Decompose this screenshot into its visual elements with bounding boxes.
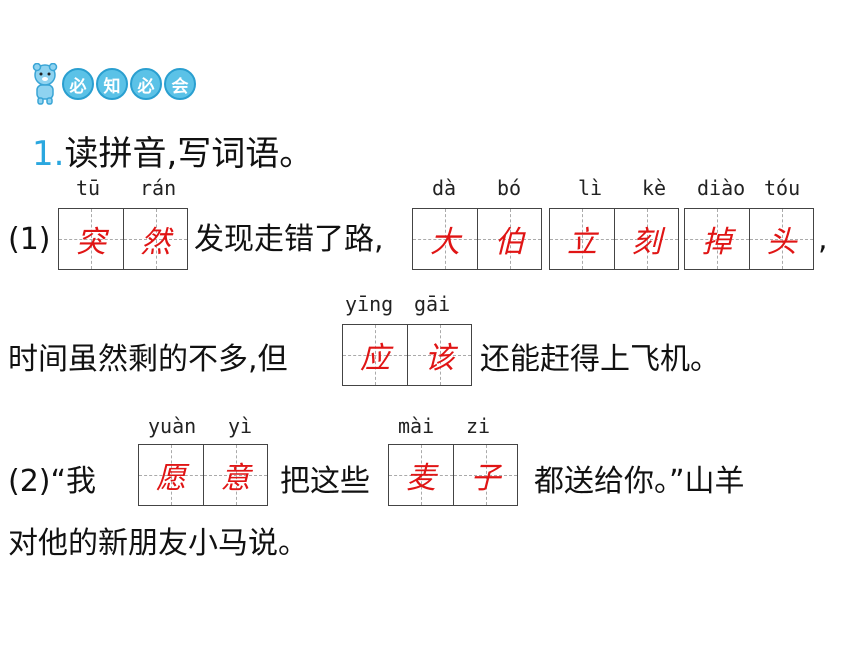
bear-icon	[32, 63, 58, 105]
pinyin: tū	[76, 176, 101, 200]
pinyin: zi	[466, 414, 491, 438]
answer-char: 刻	[631, 225, 662, 260]
badge-char: 必	[130, 68, 162, 100]
pinyin: kè	[642, 176, 667, 200]
sentence-text: ,	[818, 222, 828, 257]
answer-char: 子	[470, 461, 501, 496]
pinyin: yì	[228, 414, 253, 438]
pinyin: rán	[140, 176, 177, 200]
exercise-instruction: 读拼音,写词语。	[64, 134, 314, 174]
answer-char: 头	[766, 225, 797, 260]
answer-box: 大 伯	[412, 208, 542, 270]
sentence-text: 把这些	[280, 464, 370, 499]
answer-char: 然	[140, 225, 171, 260]
answer-box: 掉 头	[684, 208, 814, 270]
pinyin: diào	[697, 176, 746, 200]
answer-char: 大	[430, 225, 460, 260]
pinyin: lì	[578, 176, 603, 200]
answer-box: 突 然	[58, 208, 188, 270]
sentence-text: 发现走错了路,	[194, 222, 384, 257]
answer-box: 应 该	[342, 324, 472, 386]
exercise-title: 1.读拼音,写词语。	[32, 132, 313, 176]
exercise-number: 1.	[32, 134, 65, 174]
answer-char: 突	[76, 225, 106, 260]
sentence-text: 还能赶得上飞机。	[480, 342, 720, 377]
sentence-text: 对他的新朋友小马说。	[8, 526, 308, 561]
section-badge: 必 知 必 会	[30, 62, 196, 106]
pinyin: gāi	[414, 292, 451, 316]
sentence-text: 都送给你。”山羊	[534, 464, 745, 499]
answer-char: 立	[567, 225, 597, 260]
pinyin: yīng	[345, 292, 394, 316]
pinyin: mài	[398, 414, 435, 438]
sentence-text: 时间虽然剩的不多,但	[8, 342, 288, 377]
answer-char: 该	[424, 341, 455, 376]
answer-char: 麦	[406, 461, 436, 496]
answer-char: 意	[220, 461, 251, 496]
badge-char: 必	[62, 68, 94, 100]
question-label: (2)“我	[8, 464, 97, 499]
badge-char: 会	[164, 68, 196, 100]
answer-char: 伯	[494, 225, 525, 260]
answer-box: 愿 意	[138, 444, 268, 506]
pinyin: tóu	[764, 176, 801, 200]
pinyin: dà	[432, 176, 457, 200]
answer-char: 掉	[702, 225, 732, 260]
answer-char: 应	[360, 341, 390, 376]
badge-char: 知	[96, 68, 128, 100]
question-label: (1)	[8, 222, 51, 257]
answer-char: 愿	[156, 461, 186, 496]
answer-box: 麦 子	[388, 444, 518, 506]
pinyin: yuàn	[148, 414, 197, 438]
pinyin: bó	[497, 176, 522, 200]
answer-box: 立 刻	[549, 208, 679, 270]
